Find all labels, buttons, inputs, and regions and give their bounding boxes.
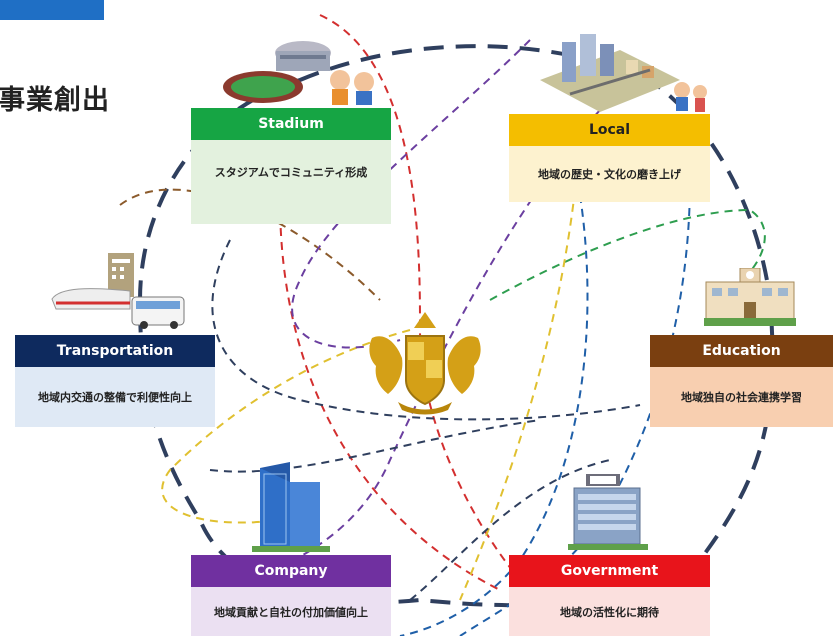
node-transportation-description: 地域内交通の整備で利便性向上 <box>15 367 215 427</box>
node-government-title: Government <box>509 555 710 587</box>
node-transportation-title: Transportation <box>15 335 215 367</box>
node-local-description: 地域の歴史・文化の磨き上げ <box>509 146 710 202</box>
city-town-illustration-icon <box>540 34 707 112</box>
node-local: Local 地域の歴史・文化の磨き上げ <box>509 114 710 202</box>
node-education: Education 地域独自の社会連携学習 <box>650 335 833 427</box>
office-towers-illustration-icon <box>252 462 330 552</box>
school-building-illustration-icon <box>704 268 796 326</box>
node-education-title: Education <box>650 335 833 367</box>
page-heading: 事業創出 <box>0 85 110 116</box>
node-stadium-description: スタジアムでコミュニティ形成 <box>191 140 391 224</box>
node-education-description: 地域独自の社会連携学習 <box>650 367 833 427</box>
node-company: Company 地域貢献と自社の付加価値向上 <box>191 555 391 636</box>
node-transportation: Transportation 地域内交通の整備で利便性向上 <box>15 335 215 427</box>
node-stadium: Stadium スタジアムでコミュニティ形成 <box>191 108 391 224</box>
node-company-description: 地域貢献と自社の付加価値向上 <box>191 587 391 636</box>
node-government: Government 地域の活性化に期待 <box>509 555 710 636</box>
stadium-building-illustration-icon <box>223 41 374 105</box>
train-hotel-bus-illustration-icon <box>51 253 185 329</box>
node-company-title: Company <box>191 555 391 587</box>
node-local-title: Local <box>509 114 710 146</box>
city-hall-illustration-icon <box>568 474 648 550</box>
golden-crest-emblem-icon <box>369 312 481 415</box>
node-government-description: 地域の活性化に期待 <box>509 587 710 636</box>
top-accent-bar <box>0 0 104 20</box>
node-stadium-title: Stadium <box>191 108 391 140</box>
